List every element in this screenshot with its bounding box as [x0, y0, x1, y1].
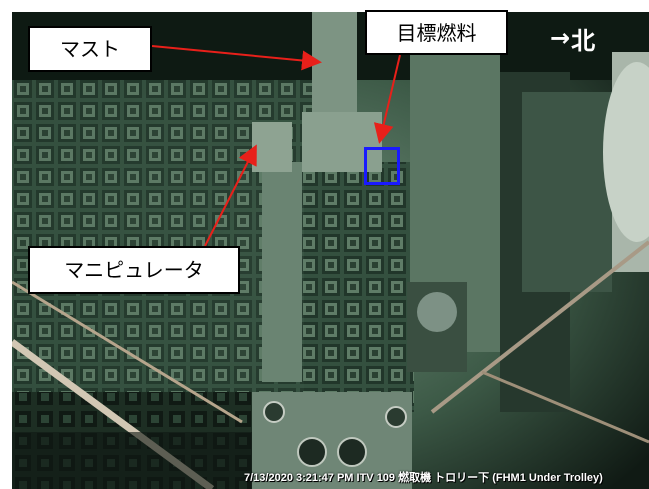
bolt-left — [263, 401, 285, 423]
bolt-right — [385, 406, 407, 428]
camera-feed — [12, 12, 649, 489]
mast-label: マスト — [28, 26, 152, 72]
underwater-scene — [12, 12, 649, 489]
mast-head — [302, 112, 382, 172]
manipulator-head — [252, 122, 292, 172]
hoist-drum — [417, 292, 457, 332]
arrow-right-icon: → — [550, 24, 571, 52]
clamp-right — [337, 437, 367, 467]
cable-left — [12, 280, 243, 424]
manipulator-arm — [262, 162, 302, 382]
cable-right — [430, 240, 649, 414]
target-fuel-marker — [364, 147, 400, 185]
target-fuel-label: 目標燃料 — [365, 10, 508, 55]
clamp-left — [297, 437, 327, 467]
cable-right-lower — [481, 370, 649, 444]
equipment-housing — [603, 62, 649, 242]
north-label: 北 — [571, 26, 596, 55]
camera-timestamp: 7/13/2020 3:21:47 PM ITV 109 燃取機 トロリー下 (… — [244, 472, 603, 484]
north-indicator: → 北 — [550, 22, 640, 55]
right-frame — [522, 92, 612, 292]
fuel-column-center — [304, 162, 414, 412]
floor-shadow — [12, 432, 252, 489]
manipulator-label: マニピュレータ — [28, 246, 240, 294]
